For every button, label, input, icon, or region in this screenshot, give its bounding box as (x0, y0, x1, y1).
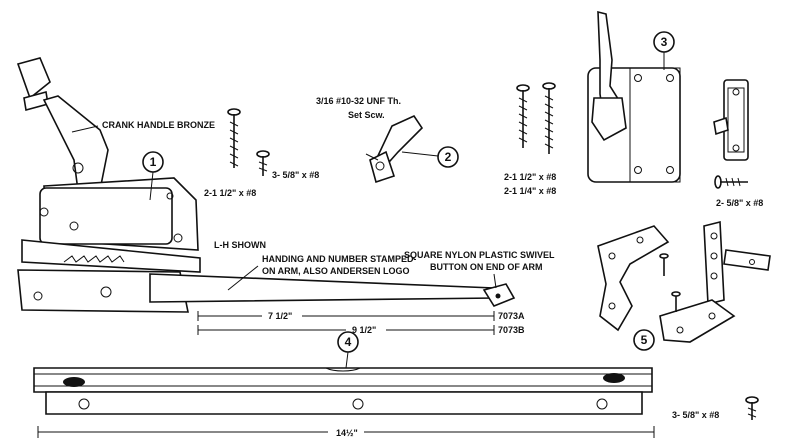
svg-text:5: 5 (641, 333, 648, 347)
dimension-long: 9 1/2" (197, 323, 495, 335)
callout-5: 5 (633, 329, 655, 351)
part-number-short: 7073A (498, 311, 525, 321)
screws-a-label-1: 2-1 1/2" x #8 (204, 188, 256, 198)
callout-3: 3 (653, 31, 675, 70)
callout-1: 1 (142, 151, 164, 201)
screw-group-d (745, 396, 759, 420)
screws-b-label-1: 2-1 1/2" x #8 (504, 172, 556, 182)
swivel-label-1: SQUARE NYLON PLASTIC SWIVEL (404, 250, 555, 260)
svg-text:9 1/2": 9 1/2" (352, 325, 376, 335)
callout-2: 2 (401, 146, 459, 168)
part-number-long: 7073B (498, 325, 525, 335)
screws-c-label: 2- 5/8" x #8 (716, 198, 763, 208)
screws-b-label-2: 2-1 1/4" x #8 (504, 186, 556, 196)
svg-text:7 1/2": 7 1/2" (268, 311, 292, 321)
crank-handle-label: CRANK HANDLE BRONZE (102, 120, 215, 130)
screw-group-a (227, 108, 270, 176)
svg-text:2: 2 (445, 150, 452, 164)
handing-label-2: ON ARM, ALSO ANDERSEN LOGO (262, 266, 410, 276)
svg-text:3: 3 (661, 35, 668, 49)
svg-text:14½": 14½" (336, 428, 358, 438)
set-screw-label-1: 3/16 #10-32 UNF Th. (316, 96, 401, 106)
lock-assembly (516, 10, 749, 189)
swivel-label-2: BUTTON ON END OF ARM (430, 262, 543, 272)
callout-4: 4 (337, 331, 359, 369)
svg-text:1: 1 (150, 155, 157, 169)
operator-assembly (16, 57, 516, 313)
screws-d-label: 3- 5/8" x #8 (672, 410, 719, 420)
dimension-bar: 14½" (37, 425, 655, 439)
track-bar (33, 367, 653, 415)
svg-text:4: 4 (345, 335, 352, 349)
dimension-short: 7 1/2" (197, 309, 495, 321)
set-screw-label-2: Set Scw. (348, 110, 385, 120)
crank-handle-part (365, 114, 424, 184)
hinge-assembly (597, 220, 771, 343)
lh-shown-label: L-H SHOWN (214, 240, 266, 250)
handing-label-1: HANDING AND NUMBER STAMPED (262, 254, 414, 264)
screws-a-label-2: 3- 5/8" x #8 (272, 170, 319, 180)
